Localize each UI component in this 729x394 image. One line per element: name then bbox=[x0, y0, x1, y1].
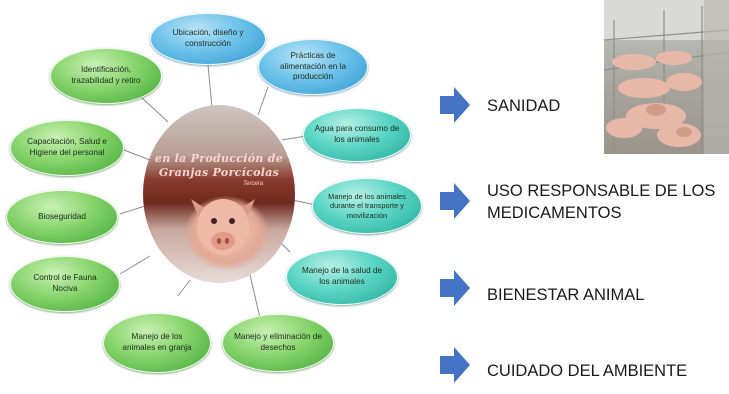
node-identificacion: Identificación, trazabilidad y retiro bbox=[50, 48, 162, 104]
outcome-ambiente: CUIDADO DEL AMBIENTE bbox=[487, 362, 688, 380]
connector-bioseguridad bbox=[119, 205, 146, 215]
pig-farm-photo bbox=[604, 0, 729, 154]
node-bioseguridad: Bioseguridad bbox=[6, 190, 118, 244]
connector-ubicacion bbox=[207, 64, 213, 109]
outcome-medicamentos-line2: MEDICAMENTOS bbox=[487, 204, 622, 223]
manual-cover-image: en la Producción de Granjas Porcícolas T… bbox=[143, 105, 295, 283]
outcome-sanidad: SANIDAD bbox=[487, 97, 561, 115]
node-agua: Agua para consumo de los animales bbox=[303, 108, 411, 162]
arrow-icon-medicamentos bbox=[440, 183, 470, 219]
arrow-icon-bienestar bbox=[440, 270, 470, 306]
node-granja: Manejo de los animales en granja bbox=[103, 313, 211, 373]
cover-title-line2: en la Producción de bbox=[154, 152, 284, 165]
node-practicas: Prácticas de alimentación en la producci… bbox=[258, 39, 368, 95]
pig-icon bbox=[191, 199, 255, 255]
node-desechos: Manejo y eliminación de desechos bbox=[222, 314, 334, 372]
cover-title-line3: Granjas Porcícolas bbox=[158, 166, 280, 179]
outcome-medicamentos: USO RESPONSABLE DE LOS MEDICAMENTOS bbox=[487, 180, 715, 225]
outcome-medicamentos-line1: USO RESPONSABLE DE LOS bbox=[487, 182, 716, 200]
node-transporte: Manejo de los animales durante el transp… bbox=[312, 178, 422, 234]
arrow-icon-sanidad bbox=[440, 87, 470, 123]
outcome-bienestar: BIENESTAR ANIMAL bbox=[487, 286, 645, 304]
node-fauna: Control de Fauna Nociva bbox=[10, 256, 120, 312]
node-salud: Manejo de la salud de los animales bbox=[286, 249, 398, 305]
cover-edition: Tercera bbox=[243, 181, 264, 187]
node-ubicacion: Ubicación, diseño y construcción bbox=[150, 13, 266, 65]
arrow-icon-ambiente bbox=[440, 347, 470, 383]
node-capacitacion: Capacitación, Salud e Higiene del person… bbox=[10, 120, 124, 176]
